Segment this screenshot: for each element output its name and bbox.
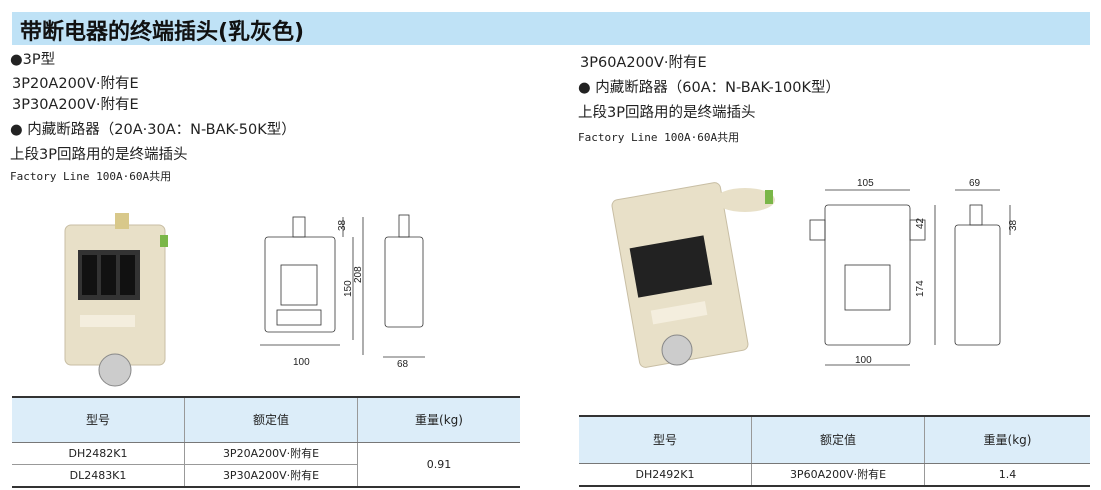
dimension-drawing-right: 105 69 42 38 174 100 <box>809 178 1019 366</box>
note: Factory Line 100A·60A共用 <box>10 170 172 183</box>
dim-total: 208 <box>353 266 364 283</box>
dim-depth: 68 <box>397 359 409 370</box>
page-title: 带断电器的终端插头(乳灰色) <box>20 20 305 45</box>
rating-cell: 3P30A200V·附有E <box>184 464 358 488</box>
spec-line: 3P30A200V·附有E <box>12 97 139 113</box>
col-header: 重量(kg) <box>924 415 1090 464</box>
product-photo-left <box>64 213 168 387</box>
rating-cell: 3P60A200V·附有E <box>751 463 925 487</box>
dim-top: 38 <box>337 219 348 231</box>
spec-line: ● 内藏断路器（60A：N-BAK-100K型） <box>578 80 840 96</box>
weight-cell: 0.91 <box>357 442 520 488</box>
type-label: ●3P型 <box>10 52 56 68</box>
dim-width: 100 <box>855 355 872 366</box>
dim-width: 100 <box>293 357 310 368</box>
col-header: 额定值 <box>184 396 358 443</box>
col-header: 额定值 <box>751 415 925 464</box>
model-cell: DH2492K1 <box>579 463 752 487</box>
col-header: 型号 <box>579 415 752 464</box>
dim-side-top: 38 <box>1008 219 1019 231</box>
spec-line: 上段3P回路用的是终端插头 <box>10 147 188 163</box>
spec-line: 3P20A200V·附有E <box>12 76 139 92</box>
dimension-drawing-left: 100 38 150 208 68 <box>260 214 425 370</box>
col-header: 型号 <box>12 396 185 443</box>
dim-depth: 69 <box>969 178 981 189</box>
weight-cell: 1.4 <box>924 463 1090 487</box>
model-cell: DH2482K1 <box>12 442 185 465</box>
title-bar: 带断电器的终端插头(乳灰色) <box>12 12 1090 45</box>
dim-top-width: 105 <box>857 178 874 189</box>
note: Factory Line 100A·60A共用 <box>578 131 740 144</box>
product-photo-right <box>611 182 775 368</box>
model-cell: DL2483K1 <box>12 464 185 488</box>
spec-line: ● 内藏断路器（20A·30A：N-BAK-50K型） <box>10 122 296 138</box>
dim-height: 174 <box>915 280 926 297</box>
dim-top: 42 <box>915 217 926 229</box>
spec-line: 上段3P回路用的是终端插头 <box>578 105 756 121</box>
rating-cell: 3P20A200V·附有E <box>184 442 358 465</box>
spec-line: 3P60A200V·附有E <box>580 55 707 71</box>
dim-height: 150 <box>343 280 354 297</box>
col-header: 重量(kg) <box>357 396 520 443</box>
